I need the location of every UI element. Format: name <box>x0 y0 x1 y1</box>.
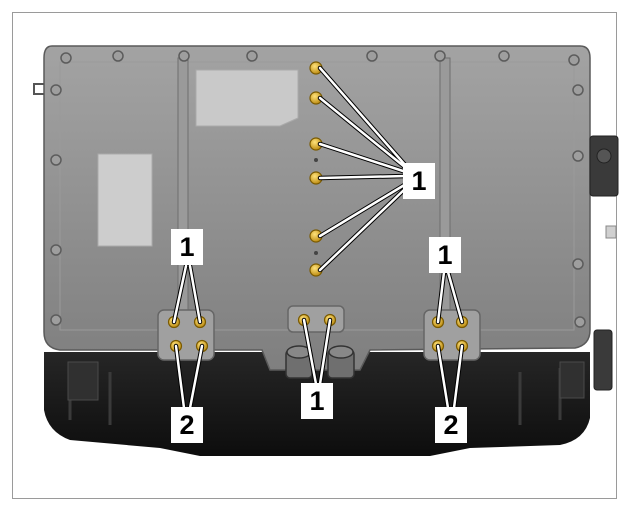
coolant-ports <box>285 345 355 379</box>
callout-2-left: 2 <box>172 408 202 442</box>
perimeter-screws <box>50 50 586 328</box>
lower-block-right <box>559 361 585 399</box>
placard-left <box>97 153 153 247</box>
callout-2-right: 2 <box>436 408 466 442</box>
boss-left <box>157 309 215 361</box>
cover-inner-edge <box>59 61 575 331</box>
small-holes <box>314 158 318 255</box>
bolts-center-column <box>309 61 323 277</box>
placard-top <box>195 69 299 127</box>
callout-1-left: 1 <box>172 230 202 264</box>
callout-1-center: 1 <box>404 164 434 198</box>
callout-1-right: 1 <box>430 238 460 272</box>
side-connector <box>589 135 619 391</box>
boss-right <box>423 309 481 361</box>
leader-lines <box>172 66 464 410</box>
left-hook <box>33 83 44 95</box>
callout-1-bottom: 1 <box>302 384 332 418</box>
side-tab <box>605 225 617 239</box>
lower-block-left <box>67 361 99 401</box>
